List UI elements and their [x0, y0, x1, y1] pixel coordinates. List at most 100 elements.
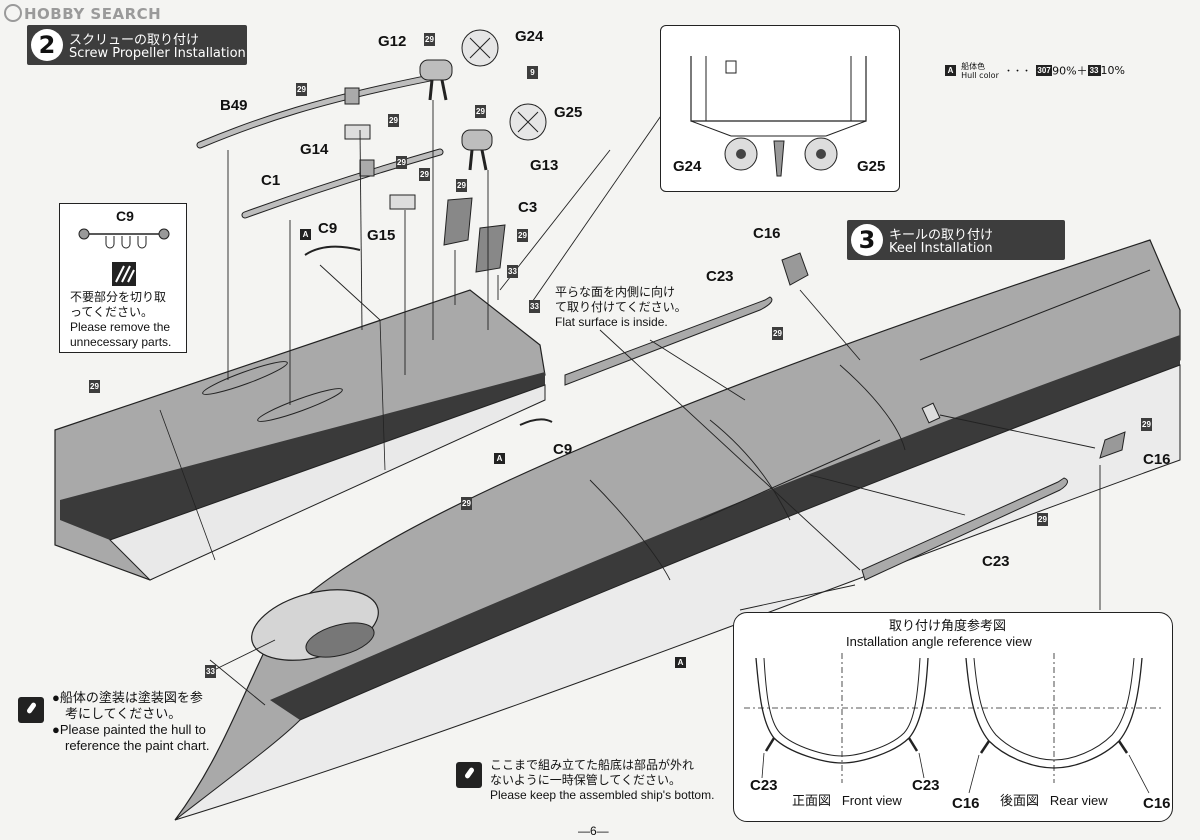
- front-view-label: 正面図 Front view: [792, 793, 902, 809]
- paint-note-en-2: reference the paint chart.: [52, 738, 210, 753]
- step-2-header: 2 スクリューの取り付け Screw Propeller Installatio…: [27, 25, 247, 65]
- flat-surface-note: 平らな面を内側に向け て取り付けてください。 Flat surface is i…: [555, 285, 687, 330]
- hull-stern-section: [54, 289, 546, 581]
- front-view-jp: 正面図: [792, 793, 832, 808]
- color-tag: 29: [89, 380, 100, 393]
- leader-lines: [209, 100, 1101, 706]
- angle-ref-c16-right: C16: [1143, 795, 1171, 812]
- c9-box-label: C9: [116, 208, 134, 224]
- color-tag: 29: [517, 229, 528, 242]
- c9-removal-note: C9 不要部分を切り取 ってください。 Please remove the un…: [59, 203, 187, 353]
- paint-tag: A: [300, 229, 311, 240]
- page-number: —6—: [578, 824, 609, 838]
- c9-box-jp-2: ってください。: [70, 305, 154, 319]
- color-tag: 33: [205, 665, 216, 678]
- mix1-percent: 90%＋: [1052, 64, 1088, 78]
- color-tag: 29: [419, 168, 430, 181]
- flat-note-en: Flat surface is inside.: [555, 315, 668, 329]
- c9-box-en-1: Please remove the: [70, 320, 171, 334]
- c9-box-en-2: unnecessary parts.: [70, 335, 172, 349]
- part-label-c23-mid: C23: [982, 553, 1010, 570]
- flat-note-jp-2: て取り付けてください。: [555, 300, 687, 314]
- angle-ref-title-en: Installation angle reference view: [846, 634, 1032, 649]
- propeller-shafts: [196, 74, 444, 219]
- propeller-parts: [344, 29, 547, 210]
- c9-part-diagram: [78, 228, 170, 286]
- step-3-header: 3 キールの取り付け Keel Installation: [847, 220, 1065, 260]
- part-label-g14: G14: [300, 141, 329, 158]
- angle-ref-c23-left: C23: [750, 777, 778, 794]
- keel-parts-c23: [564, 296, 1068, 581]
- rear-view-en: Rear view: [1049, 793, 1108, 808]
- caution-icon: [456, 762, 482, 788]
- paint-tag: A: [675, 657, 686, 668]
- paint-tag: A: [945, 65, 956, 76]
- keep-note-jp-1: ここまで組み立てた船底は部品が外れ: [490, 758, 695, 772]
- angle-reference-diagram: [744, 653, 1164, 794]
- keep-bottom-note: ここまで組み立てた船底は部品が外れ ないように一時保管してください。 Pleas…: [490, 758, 714, 803]
- keep-note-jp-2: ないように一時保管してください。: [490, 773, 682, 787]
- color-tag: 33: [529, 300, 540, 313]
- inset-stern-diagram: [690, 56, 867, 177]
- step-title-jp: スクリューの取り付け: [69, 33, 200, 48]
- part-label-c9-top: C9: [318, 220, 338, 237]
- part-label-g12: G12: [378, 33, 407, 50]
- color-tag: 29: [1141, 418, 1152, 431]
- angle-reference-box: 取り付け角度参考図 Installation angle reference v…: [733, 612, 1173, 822]
- c9-parts: [304, 245, 553, 426]
- part-label-g25: G25: [554, 104, 583, 121]
- inset-label-g24: G24: [673, 158, 702, 175]
- part-label-g24: G24: [515, 28, 544, 45]
- angle-ref-c23-right: C23: [912, 777, 940, 794]
- propeller-inset-view: G24 G25: [660, 25, 900, 192]
- color-tag: 29: [296, 83, 307, 96]
- color-tag: 29: [461, 497, 472, 510]
- angle-ref-title-jp: 取り付け角度参考図: [889, 618, 1007, 633]
- step-title-en: Keel Installation: [889, 241, 993, 256]
- fin-parts-c16: [781, 252, 1126, 459]
- c9-box-jp-1: 不要部分を切り取: [70, 290, 167, 304]
- color-tag: 33: [507, 265, 518, 278]
- paint-tag: A: [494, 453, 505, 464]
- angle-ref-c16-left: C16: [952, 795, 980, 812]
- paint-note: ●船体の塗装は塗装図を参 考にしてください。 ●Please painted t…: [52, 690, 210, 754]
- mix1-number: 307: [1036, 65, 1053, 76]
- color-tag: 29: [772, 327, 783, 340]
- watermark: HOBBY SEARCH: [4, 4, 161, 23]
- part-label-c16-top: C16: [753, 225, 781, 242]
- part-label-c3: C3: [518, 199, 538, 216]
- part-label-b49: B49: [220, 97, 248, 114]
- step-number: 2: [31, 29, 63, 61]
- mix2-number: 33: [1087, 65, 1101, 76]
- part-label-c16-right: C16: [1143, 451, 1171, 468]
- paint-note-jp-2: 考にしてください。: [52, 706, 182, 721]
- hull-color-jp: 船体色: [961, 61, 986, 71]
- rear-view-label: 後面図 Rear view: [1000, 793, 1108, 809]
- part-label-g13: G13: [530, 157, 559, 174]
- part-label-c9-bottom: C9: [553, 441, 573, 458]
- mix2-percent: 10%: [1100, 64, 1125, 77]
- part-label-c1: C1: [261, 172, 281, 189]
- flat-note-jp-1: 平らな面を内側に向け: [555, 285, 676, 299]
- color-tag: 29: [388, 114, 399, 127]
- rudder-parts-c3: [443, 197, 506, 273]
- step-title-jp: キールの取り付け: [889, 228, 994, 243]
- logo-icon: [4, 4, 22, 22]
- paint-note-jp-1: ●船体の塗装は塗装図を参: [52, 690, 203, 705]
- color-tag: 29: [396, 156, 407, 169]
- caution-icon: [18, 697, 44, 723]
- paint-note-en-1: ●Please painted the hull to: [52, 722, 206, 737]
- color-tag: 29: [475, 105, 486, 118]
- inset-label-g25: G25: [857, 158, 886, 175]
- color-tag: 29: [1037, 513, 1048, 526]
- color-tag: 9: [527, 66, 538, 79]
- front-view-en: Front view: [841, 793, 902, 808]
- step-number: 3: [851, 224, 883, 256]
- hull-color-en: Hull color: [961, 70, 999, 80]
- step-title-en: Screw Propeller Installation: [69, 46, 246, 61]
- hull-bow-section: [174, 239, 1181, 821]
- part-label-g15: G15: [367, 227, 396, 244]
- color-tag: 29: [424, 33, 435, 46]
